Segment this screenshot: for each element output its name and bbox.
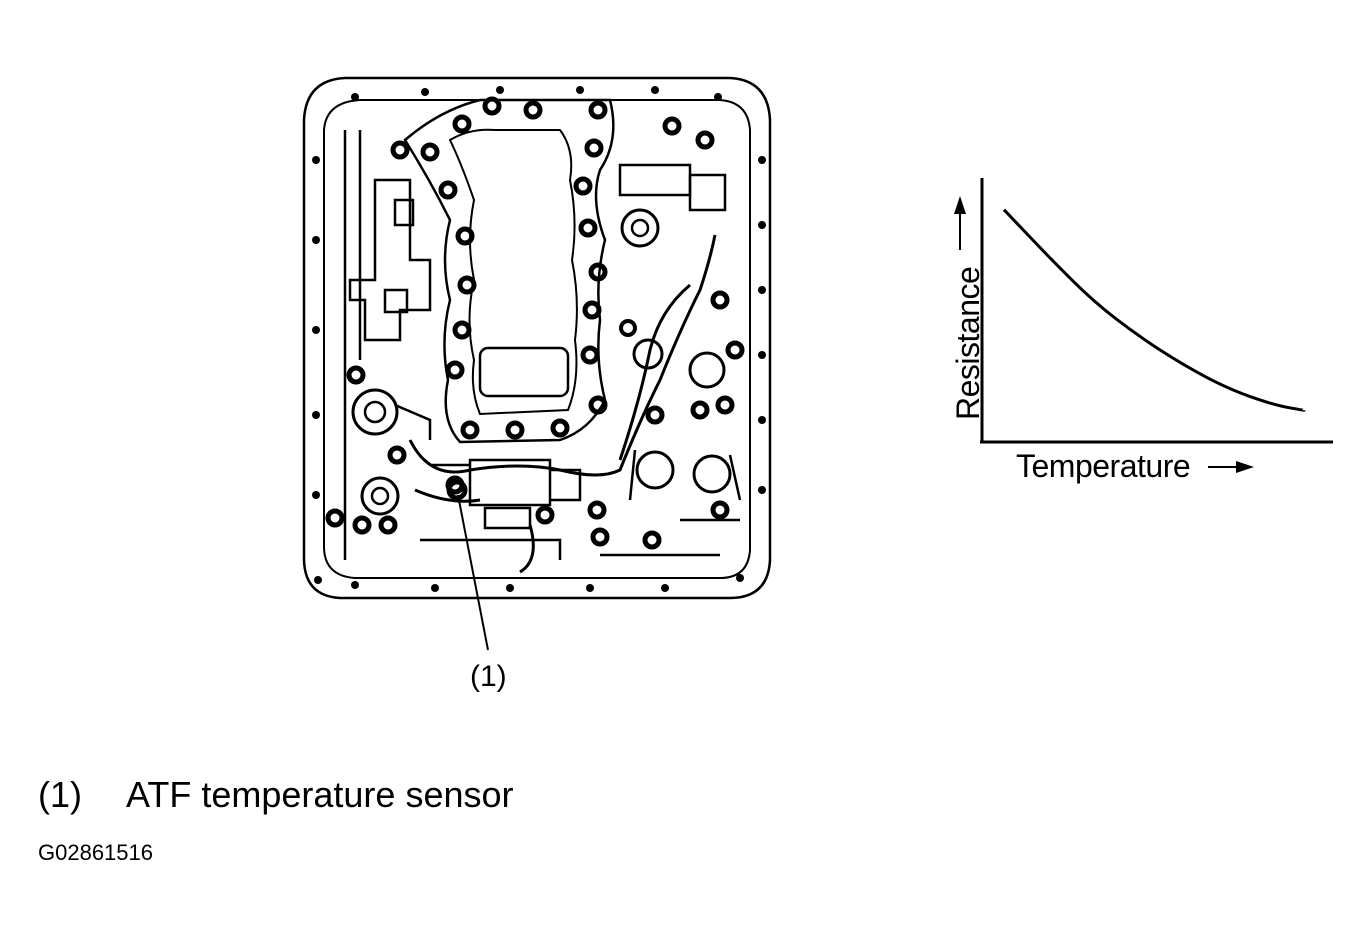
right-arrow-icon bbox=[1208, 461, 1254, 473]
left-valve-port bbox=[383, 288, 409, 314]
legend-item-number: (1) bbox=[38, 774, 82, 815]
legend-item: (1) ATF temperature sensor bbox=[38, 774, 514, 816]
x-axis-label: Temperature bbox=[1016, 448, 1191, 484]
left-valve-block bbox=[348, 178, 432, 342]
up-arrow-icon bbox=[954, 196, 966, 250]
resistance-curve bbox=[1002, 208, 1306, 412]
legend-item-text: ATF temperature sensor bbox=[126, 774, 514, 815]
y-axis-label: Resistance bbox=[950, 266, 986, 420]
right-mid-solenoid bbox=[619, 319, 726, 389]
wire-harness bbox=[408, 234, 717, 477]
left-valve-slot bbox=[393, 198, 415, 227]
valve-body-illustration bbox=[302, 76, 772, 651]
lower-left-solenoid bbox=[360, 476, 400, 516]
oil-pan-outline bbox=[302, 76, 772, 600]
right-upper-solenoid bbox=[618, 163, 727, 248]
left-body-rail bbox=[343, 130, 362, 560]
wire-harness-2 bbox=[414, 283, 691, 574]
sensor-marker bbox=[446, 479, 468, 501]
separator-plate-inner bbox=[448, 128, 578, 416]
resistance-chart bbox=[954, 178, 1333, 473]
image-code: G02861516 bbox=[38, 840, 153, 865]
right-lower-solenoid bbox=[628, 449, 742, 501]
oil-pan-inner-outline bbox=[323, 99, 751, 579]
lower-rails bbox=[420, 518, 740, 560]
pan-bolts bbox=[312, 86, 766, 592]
plate-bolts bbox=[325, 96, 745, 550]
callout-leader-line bbox=[457, 494, 489, 651]
plate-window bbox=[478, 346, 570, 398]
left-solenoid bbox=[351, 388, 432, 440]
callout-label: (1) bbox=[470, 660, 507, 693]
